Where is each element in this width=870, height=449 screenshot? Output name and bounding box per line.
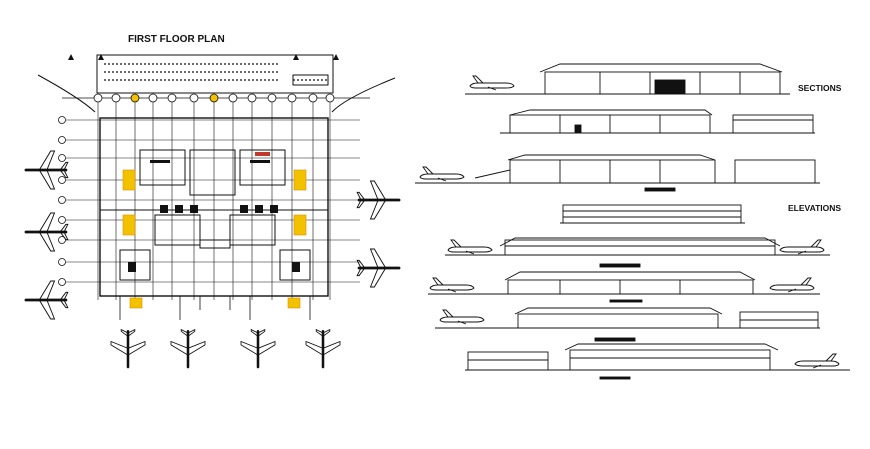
airplane-icon [304, 328, 342, 369]
landside-block [96, 54, 334, 94]
column-markers-top [68, 54, 339, 60]
floor-plan-title: FIRST FLOOR PLAN [128, 34, 225, 45]
elevation-1 [560, 204, 745, 224]
grid-bubbles-top [93, 93, 335, 103]
elevations: ELEVATIONS [428, 203, 850, 380]
elevation-3 [428, 271, 820, 303]
airplane-icon [355, 247, 401, 289]
elevations-title: ELEVATIONS [788, 203, 841, 213]
elevation-4 [435, 307, 820, 342]
terminal-outline [99, 117, 329, 297]
road-left [37, 74, 96, 113]
grid-bubbles-left [58, 116, 66, 286]
airplane-icon [355, 179, 401, 221]
parking-rows [104, 63, 329, 86]
airplane-icon [169, 328, 207, 369]
interior-rooms [100, 149, 328, 281]
floor-plan: FIRST FLOOR PLAN [24, 34, 401, 369]
elevation-5 [465, 343, 850, 380]
road-right [331, 77, 396, 113]
escalator-fills [122, 169, 307, 309]
interior-details [128, 152, 300, 272]
sections-title: SECTIONS [798, 83, 842, 93]
structural-grid [66, 102, 360, 300]
airplane-icon [239, 328, 277, 369]
elevation-2 [445, 237, 830, 268]
airplane-icon [24, 279, 70, 321]
jet-bridges [119, 296, 311, 320]
section-1 [465, 63, 790, 95]
airplane-icon [109, 328, 147, 369]
sections: SECTIONS [415, 63, 842, 192]
section-3 [415, 154, 820, 192]
section-2 [500, 109, 815, 134]
